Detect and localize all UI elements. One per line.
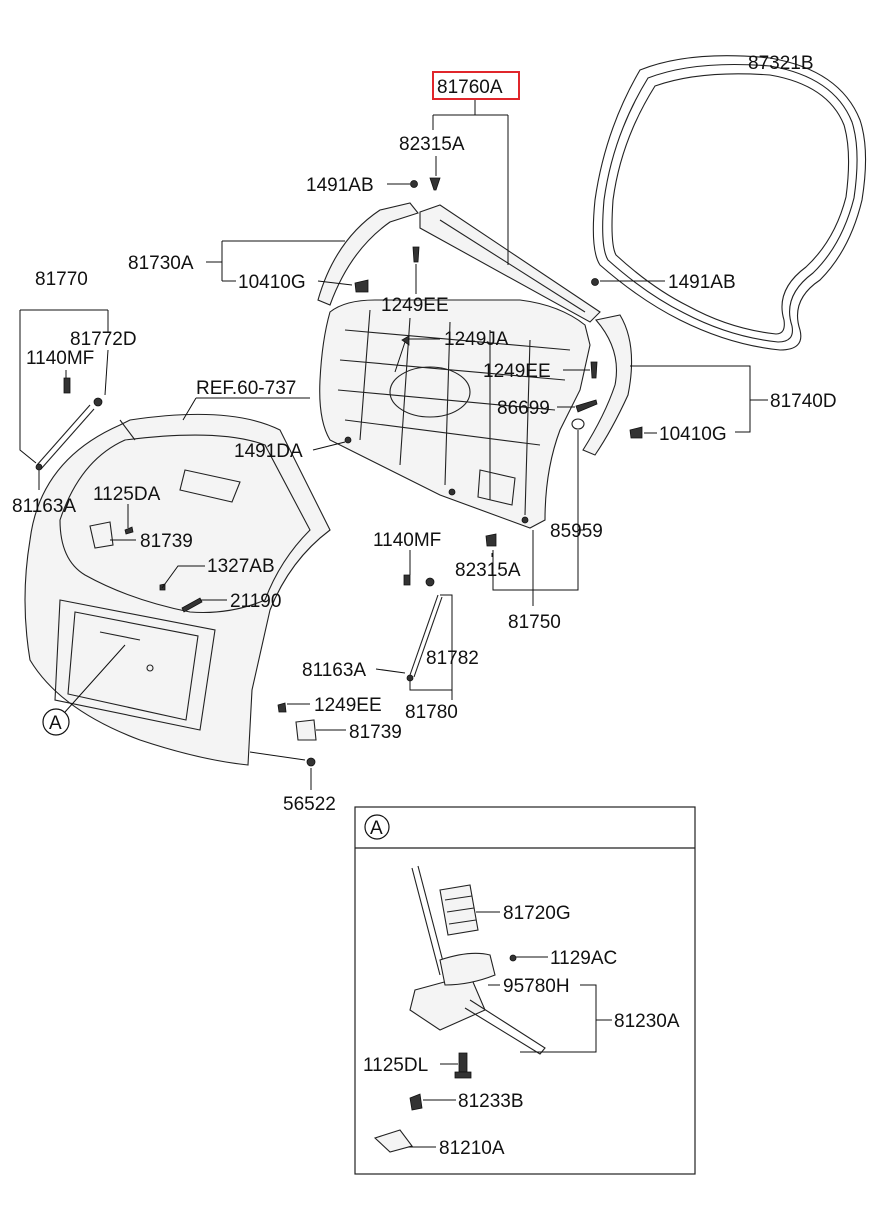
label-1249ee-mid: 1249EE: [483, 361, 551, 382]
label-81163a-left: 81163A: [12, 496, 76, 517]
label-1491ab-left: 1491AB: [306, 175, 374, 196]
label-a-marker: A: [49, 713, 62, 734]
label-1125da: 1125DA: [93, 484, 161, 505]
weatherstrip-87321b: [592, 55, 867, 351]
label-1249ee-bottom: 1249EE: [314, 695, 382, 716]
leader-lines: [19, 98, 768, 790]
panel-small-parts: [89, 521, 317, 767]
label-86699: 86699: [497, 398, 550, 419]
side-trim-81740d: [582, 314, 633, 456]
label-81233b: 81233B: [458, 1091, 524, 1112]
label-1129ac: 1129AC: [550, 948, 617, 969]
view-a-box-circle: [364, 814, 390, 840]
label-87321b: 87321B: [748, 53, 814, 74]
label-81772d: 81772D: [70, 329, 137, 350]
gas-strut-left: [35, 377, 103, 471]
label-1140mf-mid: 1140MF: [373, 530, 441, 551]
label-10410g-left: 10410G: [238, 272, 306, 293]
label-10410g-right: 10410G: [659, 424, 727, 445]
label-1140mf-left: 1140MF: [26, 348, 94, 369]
label-81730a: 81730A: [128, 253, 194, 274]
fasteners-upper: [354, 177, 643, 547]
label-21190: 21190: [230, 591, 281, 612]
label-82315a-top: 82315A: [399, 134, 465, 155]
detail-view-a: [354, 806, 696, 1175]
label-81740d: 81740D: [770, 391, 837, 412]
label-81760a: 81760A: [437, 77, 503, 98]
label-81230a: 81230A: [614, 1011, 680, 1032]
gas-strut-middle: [403, 574, 443, 682]
label-1491ab-right: 1491AB: [668, 272, 736, 293]
label-81720g: 81720G: [503, 903, 571, 924]
label-81210a: 81210A: [439, 1138, 505, 1159]
inner-trim-panel: [319, 299, 591, 529]
view-a-marker-circle: [42, 708, 70, 736]
side-trim-81730a: [317, 202, 419, 306]
label-1249ee-top: 1249EE: [381, 295, 449, 316]
label-82315a-bottom: 82315A: [455, 560, 521, 581]
label-1491da: 1491DA: [234, 441, 303, 462]
label-81750: 81750: [508, 612, 561, 633]
label-a-box: A: [370, 818, 383, 839]
label-1327ab: 1327AB: [207, 556, 275, 577]
label-81739-bottom: 81739: [349, 722, 402, 743]
tailgate-outer-panel: [24, 413, 331, 766]
label-95780h: 95780H: [503, 976, 570, 997]
label-81782: 81782: [426, 648, 479, 669]
label-81780: 81780: [405, 702, 458, 723]
label-81739-top: 81739: [140, 531, 193, 552]
label-ref-60-737: REF.60-737: [196, 378, 296, 399]
label-1125dl: 1125DL: [363, 1055, 428, 1076]
label-81163a-mid: 81163A: [302, 660, 366, 681]
label-1249ja: 1249JA: [444, 329, 509, 350]
part-labels: 81760A 87321B 82315A 1491AB 81730A 10410…: [12, 53, 837, 1159]
label-81770: 81770: [35, 269, 88, 290]
upper-trim-81760a: [419, 204, 601, 323]
label-85959: 85959: [550, 521, 603, 542]
highlighted-part-box: [432, 71, 520, 100]
label-56522: 56522: [283, 794, 336, 815]
